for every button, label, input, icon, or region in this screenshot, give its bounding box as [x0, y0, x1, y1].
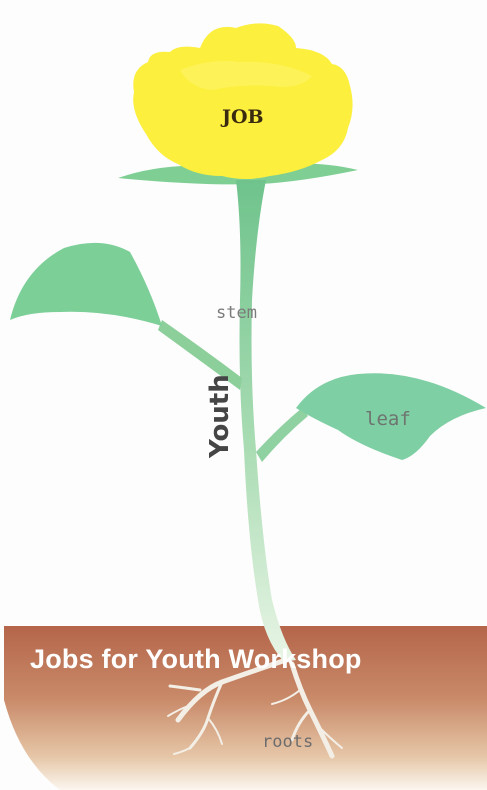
leaf-label: leaf	[365, 408, 411, 430]
left-leaf	[10, 243, 162, 326]
right-leaf-branch	[256, 408, 308, 462]
flower-label: JOB	[222, 106, 264, 128]
workshop-banner: Jobs for Youth Workshop	[30, 644, 362, 675]
roots-label: roots	[262, 732, 313, 752]
youth-label: Youth	[205, 374, 235, 458]
flower	[133, 23, 352, 179]
stem-label: stem	[216, 303, 257, 323]
